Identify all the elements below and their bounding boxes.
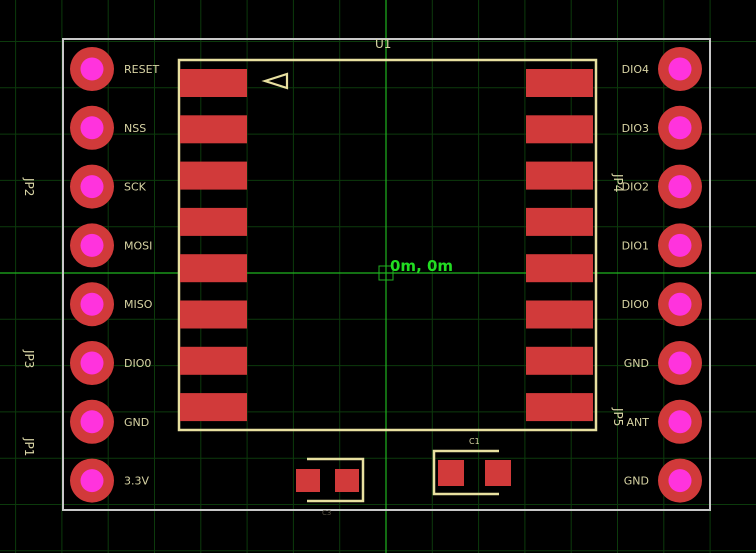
jp1-ref: JP1 xyxy=(22,437,36,456)
u1-pad xyxy=(180,346,247,375)
u1-pad xyxy=(180,254,247,283)
u1-pad xyxy=(526,115,593,144)
c3-pad xyxy=(296,469,320,492)
drill-hole-icon xyxy=(668,57,692,81)
u1-footprint[interactable]: U1 xyxy=(177,37,598,432)
c3-footprint[interactable]: C3 xyxy=(296,457,365,517)
pin-label: ANT xyxy=(627,416,650,429)
pin-label: GND xyxy=(624,475,649,488)
u1-pad xyxy=(526,393,593,422)
c3-ref: C3 xyxy=(322,509,331,517)
jp3-ref: JP3 xyxy=(22,349,36,368)
pin-label: MOSI xyxy=(124,239,152,252)
pin-label: DIO3 xyxy=(622,122,649,135)
pin-label: 3.3V xyxy=(124,475,149,488)
header-pin[interactable]: DIO1 xyxy=(622,223,702,268)
drill-hole-icon xyxy=(668,116,692,140)
c3-pad xyxy=(335,469,359,492)
header-pin[interactable]: NSS xyxy=(70,105,146,150)
pin-label: NSS xyxy=(124,122,146,135)
c1-pad xyxy=(438,460,464,486)
origin-marker-icon xyxy=(378,265,394,281)
header-pin[interactable]: RESET xyxy=(70,47,160,91)
header-pin[interactable]: DIO3 xyxy=(622,105,702,150)
drill-hole-icon xyxy=(80,116,104,140)
pin-label: GND xyxy=(124,416,149,429)
u1-pad xyxy=(526,69,593,97)
jp2-ref: JP2 xyxy=(22,177,36,196)
pin-label: DIO4 xyxy=(622,63,649,76)
u1-pad xyxy=(180,69,247,97)
jp5-ref: JP5 xyxy=(611,407,625,426)
header-pin[interactable]: ANT xyxy=(627,399,702,444)
drill-hole-icon xyxy=(80,233,104,257)
header-pin[interactable]: DIO4 xyxy=(622,47,702,91)
pin-label: GND xyxy=(624,357,649,370)
drill-hole-icon xyxy=(80,469,104,493)
pin-label: DIO0 xyxy=(124,357,151,370)
board-outline xyxy=(62,38,711,511)
u1-pad xyxy=(526,300,593,329)
drill-hole-icon xyxy=(80,351,104,375)
c1-ref: C1 xyxy=(469,437,480,446)
pin-label: MISO xyxy=(124,298,153,311)
drill-hole-icon xyxy=(668,175,692,199)
drill-hole-icon xyxy=(668,469,692,493)
header-pin[interactable]: DIO0 xyxy=(70,341,151,385)
c3-silkscreen xyxy=(307,457,365,503)
u1-silkscreen xyxy=(177,58,598,432)
pin-label: DIO1 xyxy=(622,239,649,252)
drill-hole-icon xyxy=(668,233,692,257)
drill-hole-icon xyxy=(668,351,692,375)
drill-hole-icon xyxy=(668,410,692,434)
drill-hole-icon xyxy=(668,292,692,316)
drill-hole-icon xyxy=(80,57,104,81)
u1-pad xyxy=(526,161,593,190)
drill-hole-icon xyxy=(80,292,104,316)
pin-label: RESET xyxy=(124,63,160,76)
header-pin[interactable]: GND xyxy=(624,458,702,503)
c1-silkscreen xyxy=(432,449,499,496)
drill-hole-icon xyxy=(80,175,104,199)
u1-ref: U1 xyxy=(375,37,391,51)
pin-label: DIO0 xyxy=(622,298,649,311)
u1-pad xyxy=(526,346,593,375)
u1-pad xyxy=(526,207,593,236)
u1-pad xyxy=(526,254,593,283)
header-pin[interactable]: GND xyxy=(624,341,702,385)
origin-readout: 0m, 0m xyxy=(390,257,453,275)
header-pin[interactable]: SCK xyxy=(70,164,147,209)
u1-pad xyxy=(180,161,247,190)
u1-pad xyxy=(180,115,247,144)
u1-pad xyxy=(180,300,247,329)
header-pin[interactable]: GND xyxy=(70,399,149,444)
drill-hole-icon xyxy=(80,410,104,434)
pin-label: DIO2 xyxy=(622,181,649,194)
c1-pad xyxy=(485,460,511,486)
header-pin[interactable]: DIO0 xyxy=(622,282,702,327)
pin-label: SCK xyxy=(124,181,147,194)
header-pin[interactable]: 3.3V xyxy=(70,458,149,503)
jp4-ref: JP4 xyxy=(611,173,625,192)
u1-pad xyxy=(180,393,247,422)
header-pin[interactable]: MOSI xyxy=(70,223,152,268)
u1-pad xyxy=(180,207,247,236)
header-pin[interactable]: MISO xyxy=(70,282,153,327)
header-pin[interactable]: DIO2 xyxy=(622,164,702,209)
pin1-marker-icon xyxy=(261,72,289,90)
c1-footprint[interactable]: C1 xyxy=(432,437,511,496)
